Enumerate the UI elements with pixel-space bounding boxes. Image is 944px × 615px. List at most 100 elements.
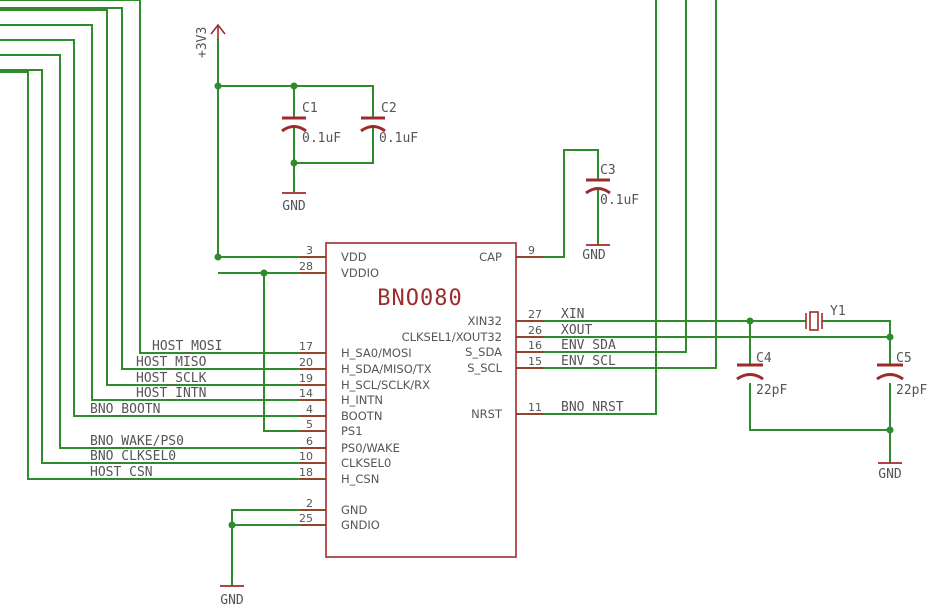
wire-c2-bottom [294, 128, 374, 164]
left-pin-lines [300, 256, 326, 526]
c4-ref: C4 [756, 351, 772, 366]
wire-bno-wake [0, 54, 326, 449]
ic-name: BNO080 [377, 286, 462, 311]
net-label: ENV_SDA [561, 338, 616, 353]
wire-host-csn [0, 71, 326, 480]
pin-name: NRST [471, 407, 503, 421]
left-pin-names: VDD VDDIO H_SA0/MOSI H_SDA/MISO/TX H_SCL… [341, 250, 432, 532]
pin-number: 18 [299, 466, 313, 479]
pin-name: S_SDA [465, 345, 502, 359]
junction [290, 82, 298, 90]
pin-number: 16 [528, 339, 542, 352]
net-label: BNO_WAKE/PS0 [90, 434, 184, 449]
net-label: BNO_CLKSEL0 [90, 449, 176, 464]
cap-net [516, 149, 599, 258]
net-label: HOST_MISO [136, 355, 207, 370]
left-net-labels: HOST_MOSI HOST_MISO HOST_SCLK HOST_INTN … [90, 339, 222, 480]
net-label: ENV_SCL [561, 354, 616, 369]
junction [260, 269, 268, 277]
gnd-label: GND [582, 248, 606, 263]
wire-bno-nrst [516, 0, 657, 415]
gnd-label: GND [220, 593, 244, 608]
capacitor-c4-icon [736, 363, 764, 381]
pin-number: 5 [306, 418, 313, 431]
wire-vdd [217, 39, 326, 258]
pin-number: 17 [299, 340, 313, 353]
supply-label: +3V3 [195, 27, 210, 58]
pin-name: H_INTN [341, 393, 383, 407]
pin-number: 6 [306, 435, 313, 448]
right-pin-lines [516, 256, 544, 415]
gnd-label: GND [878, 467, 902, 482]
pin-number: 25 [299, 512, 313, 525]
wire-host-mosi [0, 0, 326, 354]
pin-name: PS1 [341, 424, 363, 438]
pin-name: CLKSEL1/XOUT32 [402, 330, 502, 344]
c3-ref: C3 [600, 163, 616, 178]
wire-host-intn [0, 24, 326, 401]
ic-body [325, 242, 517, 558]
gnd-label: GND [282, 199, 306, 214]
crystal-y1-icon [805, 311, 823, 331]
wire-bno-bootn [0, 39, 326, 417]
y1-ref: Y1 [830, 304, 846, 319]
pin-number: 3 [306, 244, 313, 257]
pin-number: 4 [306, 403, 313, 416]
capacitor-c2-icon [360, 116, 386, 133]
pin-number: 11 [528, 401, 542, 414]
right-bus-wires [516, 0, 717, 415]
pin-name: CAP [479, 250, 502, 264]
capacitor-c3-icon [585, 178, 611, 195]
left-pin-numbers: 3 28 17 20 19 14 4 5 6 10 18 2 25 [299, 244, 313, 525]
pin-name: H_SA0/MOSI [341, 346, 412, 360]
wire-env-sda [516, 0, 687, 353]
crystal-net [516, 317, 894, 463]
pin-number: 28 [299, 260, 313, 273]
left-bus-wires [0, 0, 326, 480]
pin-number: 15 [528, 355, 542, 368]
pin-name: GNDIO [341, 518, 380, 532]
wire-host-sclk [0, 9, 326, 386]
right-net-labels: XIN XOUT ENV_SDA ENV_SCL BNO_NRST [561, 307, 624, 415]
pin-name: BOOTN [341, 409, 382, 423]
net-label: BNO_BOOTN [90, 402, 160, 417]
c2-ref: C2 [381, 101, 397, 116]
c2-value: 0.1uF [379, 131, 418, 146]
c1-ref: C1 [302, 101, 318, 116]
pin-number: 10 [299, 450, 313, 463]
net-label: HOST_MOSI [152, 339, 222, 354]
net-label: HOST_SCLK [136, 371, 207, 386]
net-label: XIN [561, 307, 584, 322]
junction [214, 253, 222, 261]
net-label: HOST_INTN [136, 386, 206, 401]
right-pin-names: CAP XIN32 CLKSEL1/XOUT32 S_SDA S_SCL NRS… [402, 250, 503, 421]
pin-name: VDDIO [341, 266, 379, 280]
supply-arrow-icon [210, 23, 226, 40]
c4-value: 22pF [756, 383, 787, 398]
pin-number: 26 [528, 324, 542, 337]
c5-ref: C5 [896, 351, 912, 366]
pin-name: XIN32 [467, 314, 502, 328]
pin-number: 14 [299, 387, 313, 400]
capacitor-c5-icon [876, 363, 904, 381]
pin-name: CLKSEL0 [341, 456, 391, 470]
right-pin-numbers: 9 27 26 16 15 11 [528, 244, 542, 414]
c1-value: 0.1uF [302, 131, 341, 146]
c3-value: 0.1uF [600, 193, 639, 208]
pin-number: 20 [299, 356, 313, 369]
wire-c-top [218, 85, 374, 118]
pin-name: H_CSN [341, 472, 379, 486]
pin-name: S_SCL [467, 361, 502, 375]
wire-bno-clksel0 [0, 69, 326, 464]
pin-number: 27 [528, 308, 542, 321]
pin-name: H_SCL/SCLK/RX [341, 378, 430, 392]
c5-value: 22pF [896, 383, 927, 398]
net-label: XOUT [561, 323, 592, 338]
junction [214, 82, 222, 90]
net-label: BNO_NRST [561, 400, 624, 415]
net-label: HOST_CSN [90, 465, 153, 480]
pin-name: PS0/WAKE [341, 441, 400, 455]
pin-number: 9 [528, 244, 535, 257]
wire-host-miso [0, 7, 326, 370]
